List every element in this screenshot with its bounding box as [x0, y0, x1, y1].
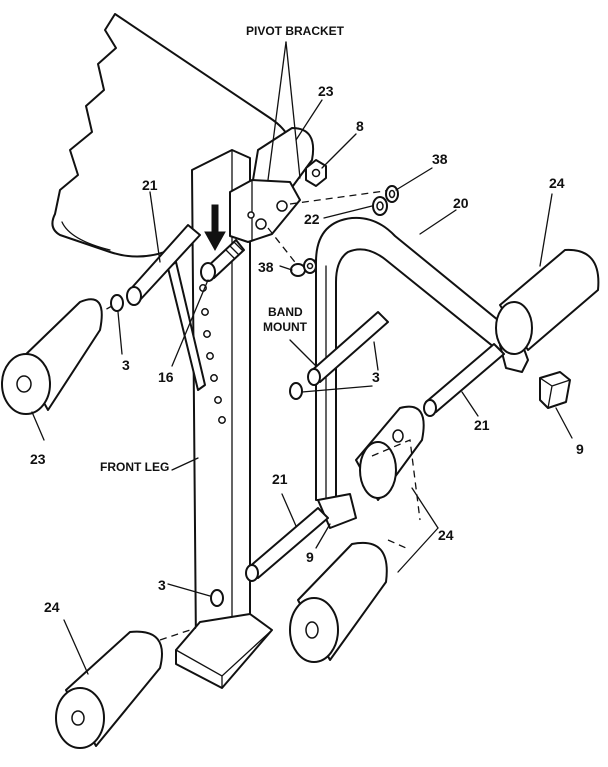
tube-21-right	[423, 343, 505, 417]
label-24-left: 24	[44, 599, 60, 615]
label-3-left: 3	[122, 357, 130, 373]
label-20: 20	[453, 195, 469, 211]
label-38-top: 38	[432, 151, 448, 167]
labels: PIVOT BRACKET 23 8 38 24 21 22 20 38 BAN…	[30, 24, 584, 615]
leader-lines	[31, 41, 573, 675]
label-9-bottom: 9	[306, 549, 314, 565]
end-cap-3-mid	[289, 382, 303, 400]
leg-hole	[206, 352, 214, 360]
spacer-22	[372, 196, 388, 216]
label-3-bottom: 3	[158, 577, 166, 593]
band-mount-tube	[307, 311, 389, 386]
leg-hole	[201, 308, 209, 316]
label-21-right: 21	[474, 417, 490, 433]
tube-21-top	[126, 224, 201, 306]
label-23-top: 23	[318, 83, 334, 99]
foam-roller-24-top-right	[495, 248, 600, 355]
end-cap-9-right	[539, 371, 571, 409]
foam-roller-24-mid-lower	[289, 541, 388, 663]
leg-hole	[210, 374, 218, 382]
label-38-mid: 38	[258, 259, 274, 275]
label-8: 8	[356, 118, 364, 134]
leg-hole	[218, 416, 226, 424]
washer-38-top	[385, 185, 399, 203]
label-21-top: 21	[142, 177, 158, 193]
label-23-left: 23	[30, 451, 46, 467]
nut-8	[305, 159, 327, 187]
label-band-mount-2: MOUNT	[263, 320, 308, 334]
label-24-mid: 24	[438, 527, 454, 543]
label-22: 22	[304, 211, 320, 227]
bolt-16	[200, 239, 245, 282]
label-9-right: 9	[576, 441, 584, 457]
pivot-bracket	[229, 179, 301, 243]
label-16: 16	[158, 369, 174, 385]
end-cap-3-left	[110, 294, 124, 312]
arrow-icon	[204, 204, 226, 252]
leg-hole	[214, 396, 222, 404]
foam-roller-23	[1, 298, 103, 415]
end-cap-3-bottom	[210, 589, 224, 607]
label-band-mount-1: BAND	[268, 305, 303, 319]
label-24-right: 24	[549, 175, 565, 191]
label-21-bottom: 21	[272, 471, 288, 487]
leg-hole	[203, 330, 211, 338]
tube-21-bottom	[245, 507, 329, 582]
label-3-mid: 3	[372, 369, 380, 385]
foam-roller-24-bottom-left	[55, 630, 163, 749]
foam-roller-24-mid-upper	[355, 405, 425, 501]
label-pivot-bracket: PIVOT BRACKET	[246, 24, 345, 38]
label-front-leg: FRONT LEG	[100, 460, 169, 474]
